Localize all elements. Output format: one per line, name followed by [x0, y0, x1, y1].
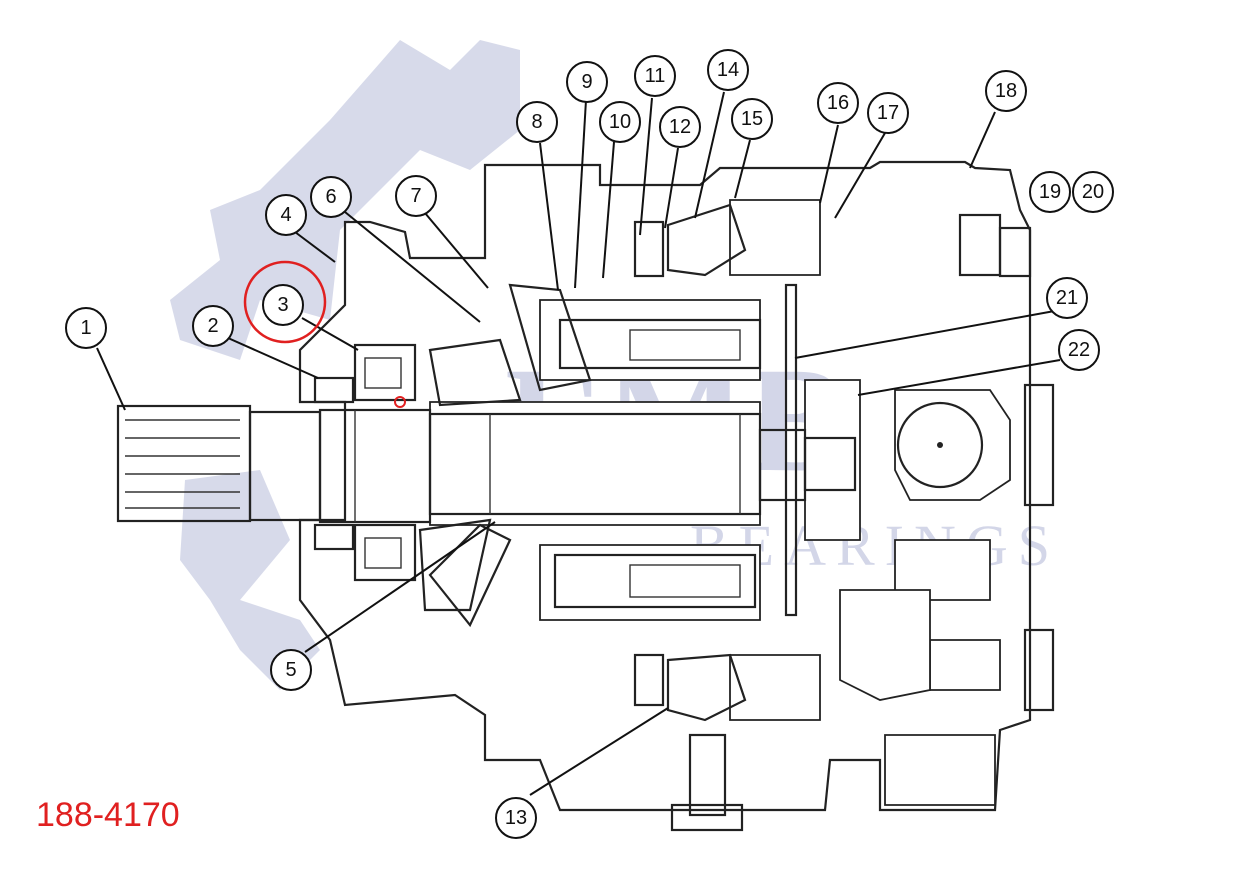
control-pistons: [633, 203, 747, 722]
callout-label: 1: [80, 317, 91, 339]
callout-8: 8: [516, 101, 558, 143]
callout-label: 20: [1082, 181, 1104, 203]
pump-housing: [298, 160, 1032, 812]
callout-10: 10: [599, 101, 641, 143]
end-fittings: [670, 213, 1055, 832]
callout-18: 18: [985, 70, 1027, 112]
callout-7: 7: [395, 175, 437, 217]
callout-label: 22: [1068, 339, 1090, 361]
callout-12: 12: [659, 106, 701, 148]
pistons: [553, 318, 762, 609]
inner-cavities: [429, 199, 1011, 806]
callout-label: 17: [877, 102, 899, 124]
callout-label: 10: [609, 111, 631, 133]
leader-lines: [96, 91, 1061, 796]
callout-label: 3: [277, 294, 288, 316]
callout-label: 7: [410, 185, 421, 207]
callout-label: 5: [285, 659, 296, 681]
callout-label: 19: [1039, 181, 1061, 203]
valve-plate: [784, 283, 798, 617]
callout-label: 16: [827, 92, 849, 114]
callout-label: 18: [995, 80, 1017, 102]
callout-19: 19: [1029, 171, 1071, 213]
callout-16: 16: [817, 82, 859, 124]
callout-label: 12: [669, 116, 691, 138]
callout-label: 14: [717, 59, 739, 81]
callout-label: 21: [1056, 287, 1078, 309]
callout-21: 21: [1046, 277, 1088, 319]
callout-label: 15: [741, 108, 763, 130]
callout-label: 13: [505, 807, 527, 829]
callout-label: 11: [645, 65, 666, 87]
callout-13: 13: [495, 797, 537, 839]
callout-4: 4: [265, 194, 307, 236]
callout-6: 6: [310, 176, 352, 218]
callout-3: 3: [262, 284, 304, 326]
swash-plate: [418, 283, 592, 628]
callout-label: 8: [531, 111, 542, 133]
callout-20: 20: [1072, 171, 1114, 213]
callout-5: 5: [270, 649, 312, 691]
part-number-label: 188-4170: [36, 796, 180, 834]
callout-17: 17: [867, 92, 909, 134]
callout-11: 11: [634, 55, 676, 97]
callout-1: 1: [65, 307, 107, 349]
callout-label: 4: [280, 204, 291, 226]
highlight-ring-callout-3: [243, 260, 327, 344]
callout-label: 6: [325, 186, 336, 208]
callout-14: 14: [707, 49, 749, 91]
drive-shaft: [116, 404, 857, 524]
front-bearing: [313, 343, 417, 582]
callout-9: 9: [566, 61, 608, 103]
callout-22: 22: [1058, 329, 1100, 371]
callout-label: 9: [581, 71, 592, 93]
callout-label: 2: [207, 315, 218, 337]
callout-2: 2: [192, 305, 234, 347]
callout-15: 15: [731, 98, 773, 140]
